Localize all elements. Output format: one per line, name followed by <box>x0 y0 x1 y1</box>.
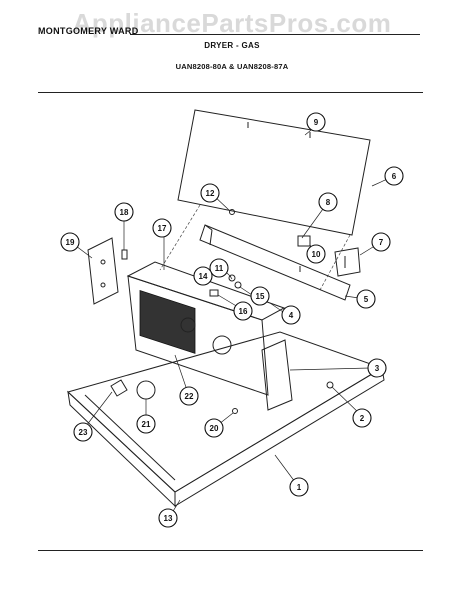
callout-16: 16 <box>233 301 253 321</box>
callout-3: 3 <box>367 358 387 378</box>
svg-text:12: 12 <box>206 189 215 198</box>
watermark: AppliancePartsPros.com <box>72 8 392 38</box>
bracket-7-part <box>334 247 361 277</box>
callout-11: 11 <box>209 258 229 278</box>
end-cap-3-part <box>261 339 293 411</box>
svg-text:18: 18 <box>120 208 129 217</box>
callout-19: 19 <box>60 232 80 252</box>
svg-text:11: 11 <box>215 264 224 273</box>
side-bracket-19-part <box>87 237 119 305</box>
callout-17: 17 <box>152 218 172 238</box>
svg-text:3: 3 <box>375 364 380 373</box>
part-10-shape <box>297 235 311 247</box>
svg-text:17: 17 <box>158 224 167 233</box>
header-rule-top <box>130 34 420 35</box>
footer-rule <box>38 550 423 551</box>
knob-23-part <box>110 379 128 397</box>
clip-18-part <box>121 249 128 260</box>
svg-text:1: 1 <box>297 483 302 492</box>
svg-text:19: 19 <box>66 238 75 247</box>
svg-text:6: 6 <box>392 172 397 181</box>
callout-1: 1 <box>289 477 309 497</box>
header-rule-bottom <box>38 92 423 93</box>
svg-text:4: 4 <box>289 311 294 320</box>
callout-15: 15 <box>250 286 270 306</box>
brand-label: MONTGOMERY WARD <box>38 26 139 36</box>
callout-18: 18 <box>114 202 134 222</box>
callout-20: 20 <box>204 418 224 438</box>
callout-9: 9 <box>306 112 326 132</box>
svg-text:5: 5 <box>364 295 369 304</box>
svg-text:2: 2 <box>360 414 365 423</box>
diagram-title: DRYER - GAS <box>204 41 260 50</box>
callout-21: 21 <box>136 414 156 434</box>
svg-text:20: 20 <box>210 424 219 433</box>
callout-8: 8 <box>318 192 338 212</box>
callout-4: 4 <box>281 305 301 325</box>
svg-text:10: 10 <box>312 250 321 259</box>
callout-2: 2 <box>352 408 372 428</box>
svg-text:8: 8 <box>326 198 331 207</box>
callout-22: 22 <box>179 386 199 406</box>
callout-13: 13 <box>158 508 178 528</box>
svg-text:22: 22 <box>185 392 194 401</box>
callout-23: 23 <box>73 422 93 442</box>
svg-text:23: 23 <box>79 428 88 437</box>
svg-text:15: 15 <box>256 292 265 301</box>
callout-10: 10 <box>306 244 326 264</box>
model-numbers: UAN8208-80A & UAN8208-87A <box>175 62 289 71</box>
callout-12: 12 <box>200 183 220 203</box>
control-rail-part <box>199 224 351 301</box>
cabinet-top-part <box>67 331 384 493</box>
callout-5: 5 <box>356 289 376 309</box>
svg-text:16: 16 <box>239 307 248 316</box>
svg-text:9: 9 <box>314 118 319 127</box>
svg-text:7: 7 <box>379 238 384 247</box>
knob-21-part <box>136 380 156 400</box>
svg-text:21: 21 <box>142 420 151 429</box>
callout-7: 7 <box>371 232 391 252</box>
svg-text:14: 14 <box>199 272 208 281</box>
callout-14: 14 <box>193 266 213 286</box>
callout-6: 6 <box>384 166 404 186</box>
svg-text:13: 13 <box>164 514 173 523</box>
top-panel-part <box>177 109 371 236</box>
